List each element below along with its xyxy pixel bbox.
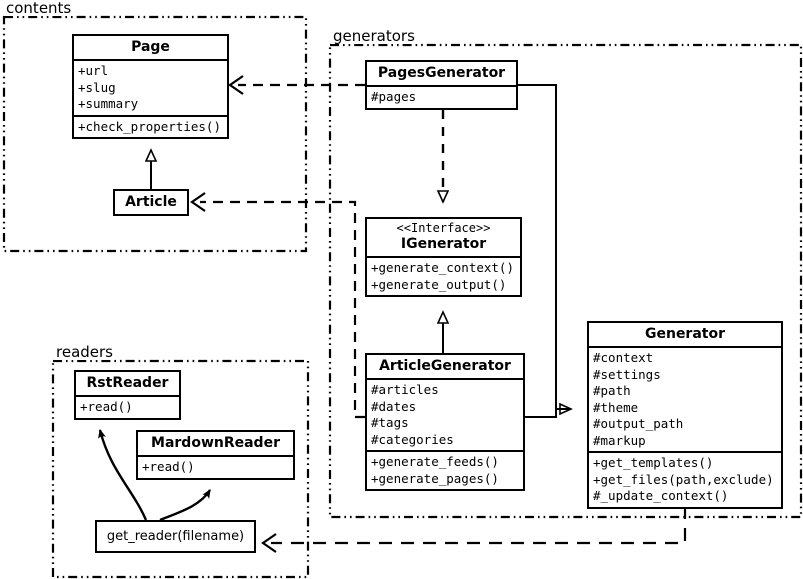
- attribute-item: #output_path: [593, 416, 684, 431]
- attribute-item: #markup: [593, 432, 646, 448]
- relationship-get-reader-returns-mardownreader: [159, 489, 212, 522]
- package-border-readers: [51, 359, 310, 579]
- relationship-articlegen-depends-article: [190, 192, 365, 419]
- class-attributes-pages-generator: #pages: [367, 85, 516, 108]
- class-box-article-generator[interactable]: ArticleGenerator #articles #dates #tags …: [365, 353, 525, 491]
- relationship-pagesgen-inherits-generator: [518, 84, 571, 409]
- relationship-get-reader-returns-rstreader: [98, 429, 148, 521]
- class-box-article[interactable]: Article: [113, 189, 189, 216]
- class-methods-article-generator: +generate_feeds() +generate_pages(): [367, 450, 523, 489]
- relationship-articlegen-inherits-generator: [525, 408, 571, 418]
- class-name-mardown-reader: MardownReader: [151, 435, 280, 451]
- attribute-item: #categories: [371, 431, 454, 447]
- class-name-article-generator: ArticleGenerator: [379, 358, 511, 374]
- class-name-igenerator: IGenerator: [400, 236, 487, 252]
- method-item: +generate_context(): [371, 260, 514, 275]
- attribute-item: #context: [593, 350, 654, 365]
- attribute-item: #settings: [593, 366, 661, 382]
- method-item: +get_files(path,exclude): [593, 471, 774, 487]
- attribute-item: #path: [593, 383, 631, 398]
- attribute-item: +slug: [78, 79, 116, 95]
- attribute-item: #tags: [371, 415, 409, 430]
- class-box-rst-reader[interactable]: RstReader +read(): [74, 370, 181, 420]
- class-methods-generator: +get_templates() +get_files(path,exclude…: [589, 451, 781, 507]
- method-item: +check_properties(): [78, 118, 221, 134]
- class-attributes-article-generator: #articles #dates #tags #categories: [367, 378, 523, 450]
- class-methods-rst-reader: +read(): [76, 395, 179, 418]
- class-stereotype-igenerator: <<Interface>>: [396, 221, 491, 235]
- class-name-generator: Generator: [644, 326, 725, 342]
- class-methods-igenerator: +generate_context() +generate_output(): [367, 256, 520, 295]
- class-name-page: Page: [131, 39, 170, 55]
- attribute-item: #pages: [371, 89, 417, 104]
- method-item: +read(): [80, 399, 133, 414]
- method-item: +generate_pages(): [371, 470, 499, 486]
- package-label-contents: contents: [4, 0, 74, 17]
- package-label-readers: readers: [54, 343, 115, 361]
- class-methods-mardown-reader: +read(): [138, 455, 293, 478]
- function-box-get-reader[interactable]: get_reader(filename): [95, 520, 256, 553]
- relationship-generator-depends-get-reader: [261, 506, 687, 553]
- class-name-article: Article: [125, 194, 177, 210]
- attribute-item: #dates: [371, 398, 417, 414]
- package-label-generators: generators: [331, 27, 417, 45]
- package-border-contents: [2, 15, 308, 253]
- attribute-item: #theme: [593, 399, 639, 415]
- relationship-pagesgen-depends-page: [228, 75, 365, 95]
- class-name-rst-reader: RstReader: [86, 375, 169, 391]
- method-item: #_update_context(): [593, 488, 729, 503]
- class-methods-page: +check_properties(): [74, 114, 227, 138]
- function-name-get-reader: get_reader(filename): [106, 529, 245, 544]
- class-box-page[interactable]: Page +url +slug +summary +check_properti…: [72, 34, 229, 139]
- class-box-igenerator[interactable]: <<Interface>> IGenerator +generate_conte…: [365, 217, 522, 297]
- class-header-igenerator: <<Interface>> IGenerator: [367, 219, 520, 256]
- class-box-generator[interactable]: Generator #context #settings #path #them…: [587, 321, 783, 509]
- method-item: +generate_output(): [371, 276, 507, 292]
- class-box-pages-generator[interactable]: PagesGenerator #pages: [365, 60, 518, 110]
- method-item: +generate_feeds(): [371, 454, 499, 469]
- class-attributes-page: +url +slug +summary: [74, 59, 227, 115]
- class-name-pages-generator: PagesGenerator: [377, 65, 506, 81]
- method-item: +get_templates(): [593, 455, 714, 470]
- attribute-item: +summary: [78, 96, 139, 111]
- method-item: +read(): [142, 459, 195, 474]
- class-box-mardown-reader[interactable]: MardownReader +read(): [136, 430, 295, 480]
- attribute-item: #articles: [371, 382, 439, 397]
- attribute-item: +url: [78, 63, 109, 78]
- class-attributes-generator: #context #settings #path #theme #output_…: [589, 346, 781, 451]
